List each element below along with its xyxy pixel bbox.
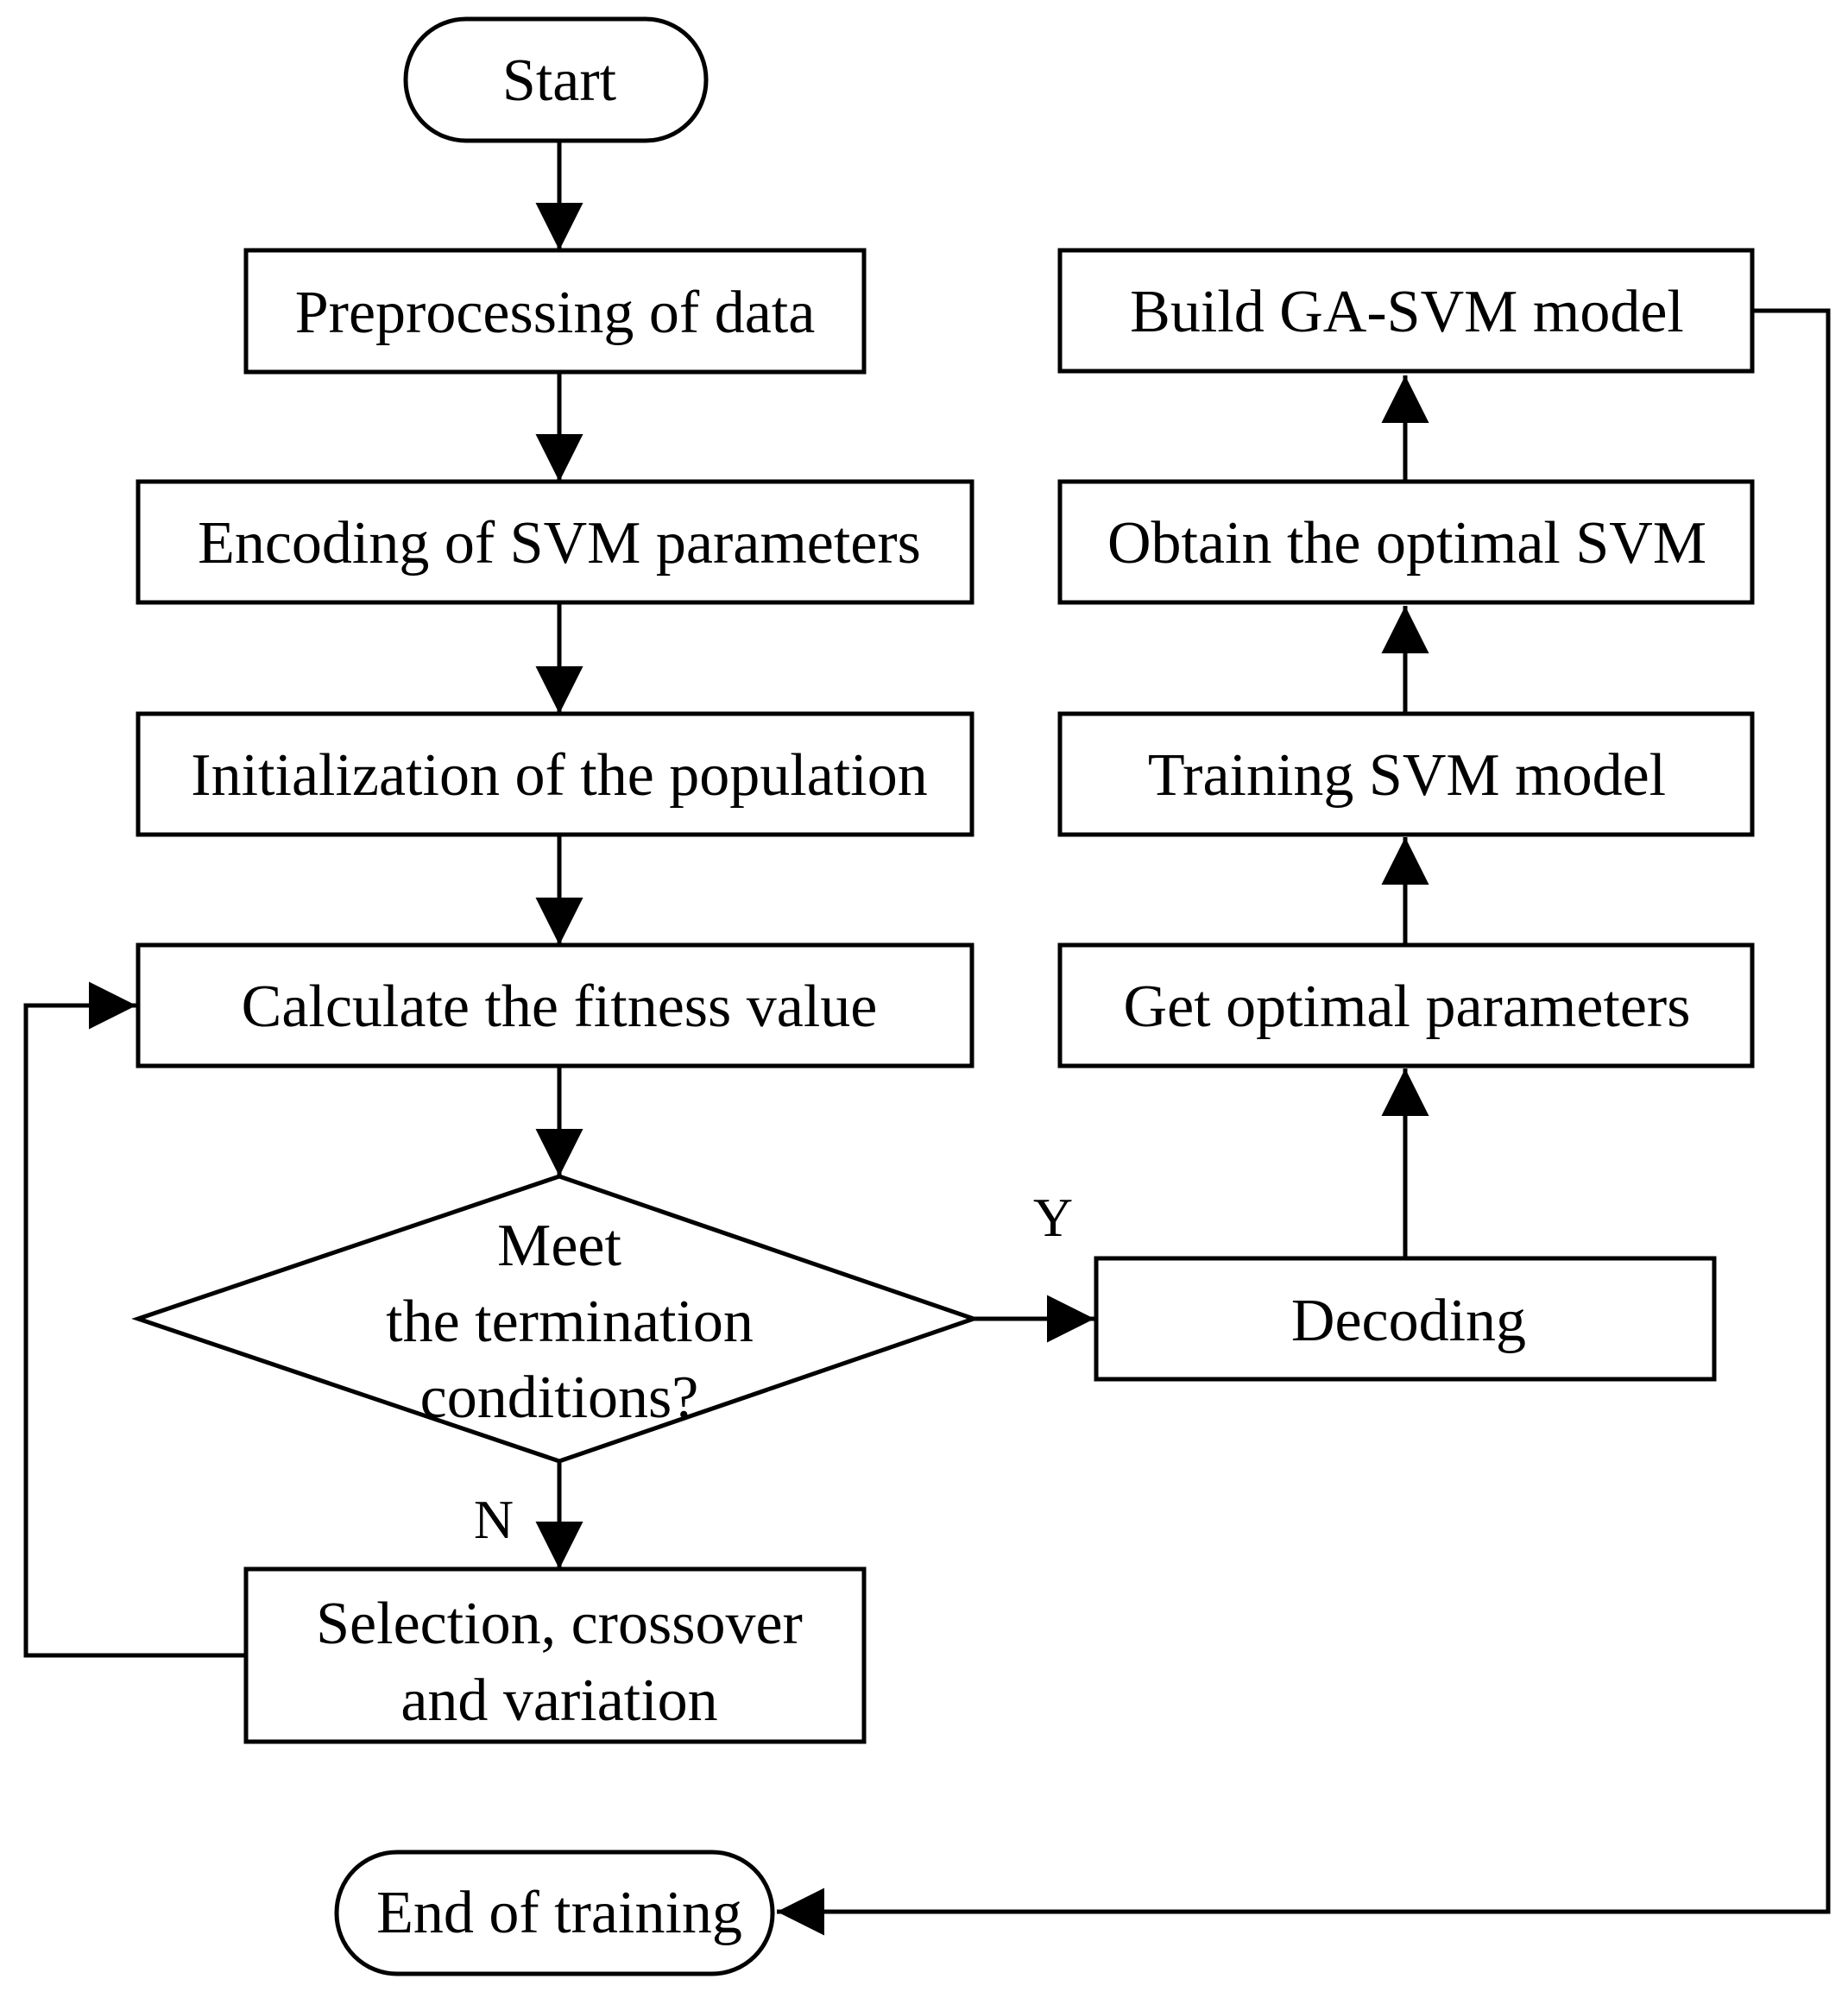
- node-get-params: Get optimal parameters: [1057, 942, 1755, 1068]
- node-start: Start: [403, 16, 709, 143]
- node-build: Build GA-SVM model: [1057, 248, 1755, 374]
- node-start-label: Start: [502, 47, 617, 114]
- node-decision-line-1: Meet: [497, 1213, 621, 1279]
- node-training-label: Training SVM model: [1148, 742, 1666, 809]
- node-decoding: Decoding: [1094, 1256, 1717, 1382]
- node-decision-line-2: the termination: [386, 1289, 754, 1355]
- node-initialization-label: Initialization of the population: [191, 742, 927, 809]
- node-encoding-label: Encoding of SVM parameters: [198, 510, 921, 577]
- node-decision-line-3: conditions?: [420, 1365, 699, 1431]
- node-end: End of training: [334, 1850, 775, 1976]
- connectors: [23, 141, 1831, 1936]
- node-preprocessing: Preprocessing of data: [243, 248, 867, 375]
- node-obtain: Obtain the optimal SVM: [1057, 479, 1755, 605]
- node-selection-line-1: Selection, crossover: [316, 1591, 803, 1657]
- node-selection: Selection, crossover and variation: [243, 1566, 867, 1744]
- node-selection-line-2: and variation: [401, 1667, 717, 1734]
- node-decision: Meet the termination conditions?: [131, 1174, 981, 1464]
- node-preprocessing-label: Preprocessing of data: [295, 280, 816, 346]
- node-encoding: Encoding of SVM parameters: [136, 479, 974, 605]
- node-decoding-label: Decoding: [1291, 1288, 1526, 1354]
- node-initialization: Initialization of the population: [136, 711, 974, 837]
- node-training: Training SVM model: [1057, 711, 1755, 837]
- node-fitness-label: Calculate the fitness value: [242, 974, 878, 1040]
- arrow-build-to-end: [777, 308, 1831, 1936]
- branch-label-no: N: [474, 1489, 514, 1550]
- node-end-label: End of training: [376, 1880, 742, 1946]
- node-build-label: Build GA-SVM model: [1130, 279, 1684, 345]
- node-get-params-label: Get optimal parameters: [1124, 974, 1691, 1040]
- node-fitness: Calculate the fitness value: [136, 942, 974, 1068]
- arrow-selection-loop-to-fitness: [23, 981, 246, 1658]
- branch-label-yes: Y: [1033, 1187, 1073, 1248]
- node-obtain-label: Obtain the optimal SVM: [1107, 510, 1706, 577]
